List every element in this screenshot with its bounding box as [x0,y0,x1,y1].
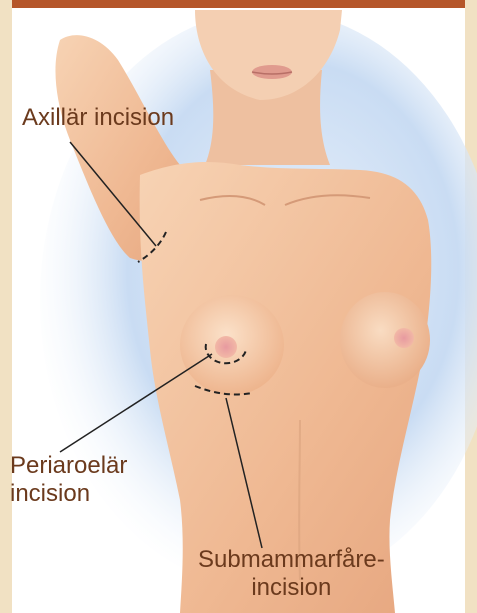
lips [252,65,292,79]
label-axillar-text: Axillär incision [22,104,174,132]
label-submammar-line1: Submammarfåre- [198,546,385,574]
label-periaroelar-line2: incision [10,480,127,508]
nipple-right [394,328,414,348]
nipple-left [215,336,237,358]
breast-right [340,292,430,388]
label-periaroelar-incision: Periaroelär incision [10,452,127,508]
label-submammar-line2: incision [198,574,385,602]
label-axillar-incision: Axillär incision [22,104,174,132]
label-periaroelar-line1: Periaroelär [10,452,127,480]
label-submammar-incision: Submammarfåre- incision [198,546,385,602]
